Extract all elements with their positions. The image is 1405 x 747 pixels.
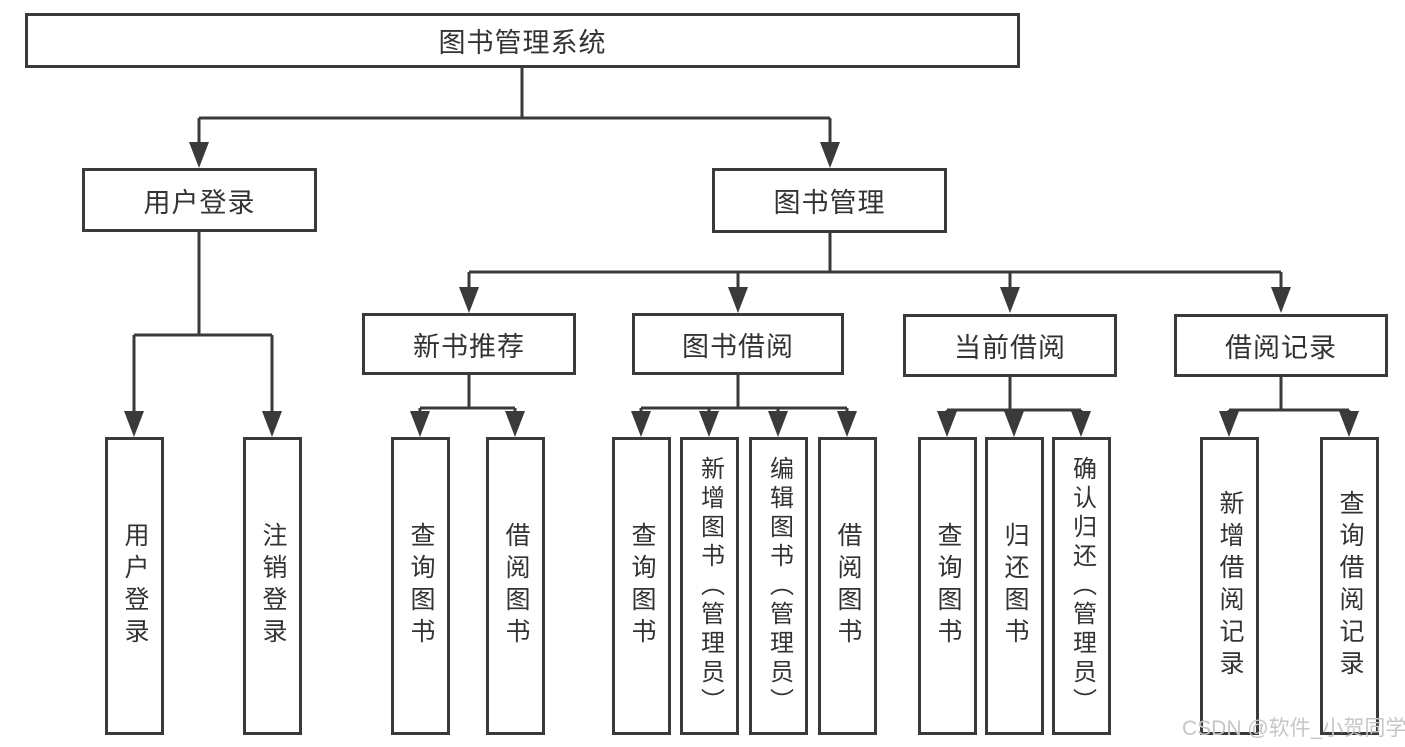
leaf-user-login-label: 用户登录 — [121, 522, 149, 650]
leaf-borrow-books: 借阅图书 — [818, 437, 877, 735]
leaf-return-books-label: 归还图书 — [1001, 522, 1029, 650]
leaf-query-books-recommend: 查询图书 — [391, 437, 450, 735]
leaf-logout-label: 注销登录 — [259, 522, 287, 650]
leaf-borrow-books-recommend-label: 借阅图书 — [502, 522, 530, 650]
leaf-add-books-admin-label: 新增图书（管理员） — [696, 455, 724, 717]
node-user-login: 用户登录 — [82, 168, 317, 232]
leaf-edit-books-admin: 编辑图书（管理员） — [749, 437, 808, 735]
node-new-book-recommend: 新书推荐 — [362, 313, 576, 375]
leaf-user-login: 用户登录 — [105, 437, 164, 735]
leaf-edit-books-admin-label: 编辑图书（管理员） — [765, 455, 793, 717]
node-library-system: 图书管理系统 — [25, 13, 1020, 68]
leaf-query-borrow-record: 查询借阅记录 — [1320, 437, 1379, 735]
leaf-add-borrow-record: 新增借阅记录 — [1200, 437, 1259, 735]
leaf-logout: 注销登录 — [243, 437, 302, 735]
leaf-add-borrow-record-label: 新增借阅记录 — [1216, 490, 1244, 682]
node-book-borrow: 图书借阅 — [632, 313, 844, 375]
leaf-query-books-borrow-label: 查询图书 — [628, 522, 656, 650]
csdn-watermark: CSDN @软件_小贺同学 — [1182, 717, 1405, 740]
leaf-query-books-current-label: 查询图书 — [934, 522, 962, 650]
leaf-borrow-books-label: 借阅图书 — [834, 522, 862, 650]
leaf-query-books-borrow: 查询图书 — [612, 437, 671, 735]
leaf-borrow-books-recommend: 借阅图书 — [486, 437, 545, 735]
node-current-borrow: 当前借阅 — [903, 314, 1117, 377]
node-book-management: 图书管理 — [712, 168, 947, 233]
leaf-query-books-current: 查询图书 — [918, 437, 977, 735]
leaf-query-books-recommend-label: 查询图书 — [407, 522, 435, 650]
node-borrow-records: 借阅记录 — [1174, 314, 1388, 377]
leaf-query-borrow-record-label: 查询借阅记录 — [1336, 490, 1364, 682]
leaf-confirm-return-admin-label: 确认归还（管理员） — [1068, 455, 1096, 717]
leaf-return-books: 归还图书 — [985, 437, 1044, 735]
leaf-confirm-return-admin: 确认归还（管理员） — [1052, 437, 1111, 735]
leaf-add-books-admin: 新增图书（管理员） — [680, 437, 739, 735]
